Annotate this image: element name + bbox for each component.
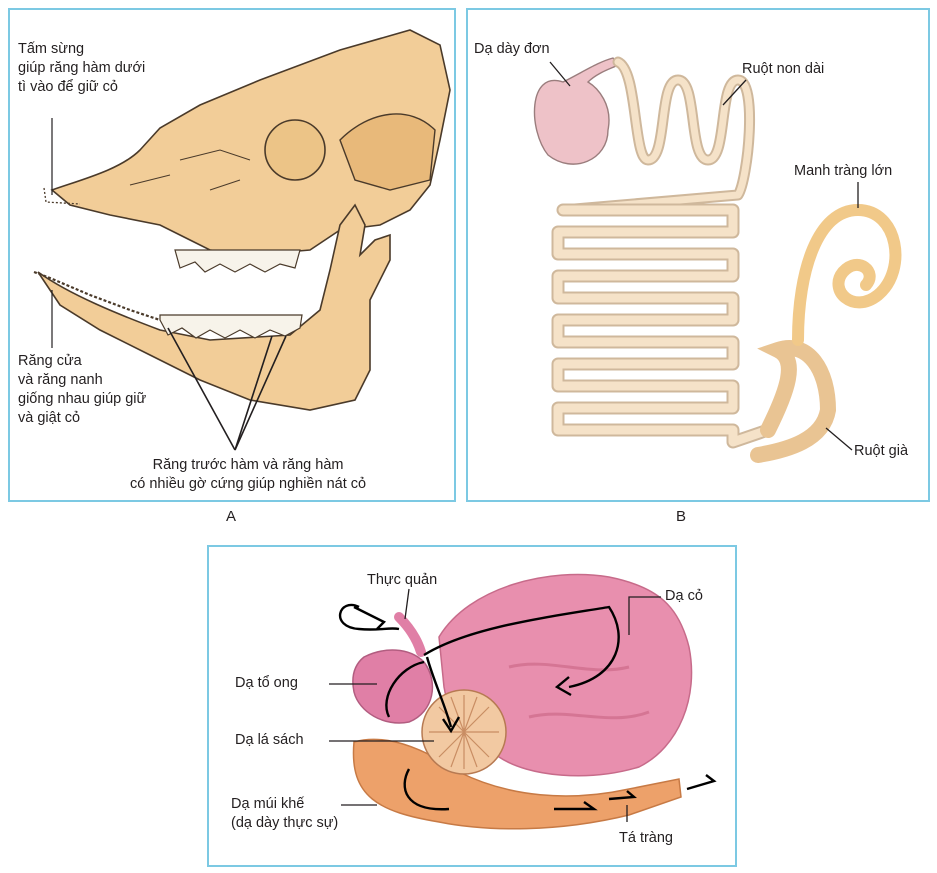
small-intestine-top-inner xyxy=(559,58,754,214)
molar-leader-3 xyxy=(234,335,287,451)
flow-arrow-in xyxy=(339,603,400,631)
small-intestine-coils-inner xyxy=(553,205,773,447)
flow-arrow-rumen-head xyxy=(554,676,572,697)
label-simple-stomach: Dạ dày đơn xyxy=(474,41,550,57)
small-intestine-leader xyxy=(722,79,747,106)
flow-arrow-rumen xyxy=(423,605,620,689)
label-reticulum: Dạ tổ ong xyxy=(235,675,298,691)
rumen-fold xyxy=(508,662,650,720)
label-esophagus: Thực quản xyxy=(367,572,438,588)
skull-suture xyxy=(129,149,251,191)
lower-incisors xyxy=(33,270,161,322)
ruminant-stomach-illustration xyxy=(329,573,717,830)
flow-arrow-abomasum xyxy=(403,768,450,811)
large-intestine xyxy=(750,340,837,463)
label-large-intestine: Ruột già xyxy=(854,443,909,459)
large-intestine-leader xyxy=(825,427,853,451)
lower-jaw xyxy=(37,203,391,411)
skull-back-detail xyxy=(339,113,436,191)
label-small-intestine: Ruột non dài xyxy=(742,61,825,77)
flow-arrow-out xyxy=(686,774,717,791)
eye-orbit xyxy=(264,119,326,181)
skull-illustration xyxy=(33,29,451,451)
upper-molars xyxy=(174,249,301,273)
panel-c-ruminant-stomach: Thực quản Dạ cỏ Dạ tổ ong Dạ lá sách Dạ … xyxy=(207,545,737,867)
flow-arrow-omasum-head xyxy=(442,716,461,734)
horn-plate-marker xyxy=(43,187,81,205)
esophagus xyxy=(394,612,426,657)
panel-a-skull: Tấm sừng giúp răng hàm dưới tì vào để gi… xyxy=(8,8,456,502)
omasum-leaves xyxy=(429,695,499,769)
label-incisors: Răng cửa và răng nanh giống nhau giúp gi… xyxy=(18,353,147,426)
caption-a: A xyxy=(226,508,237,525)
lower-molars xyxy=(159,314,303,339)
label-abomasum: Dạ múi khế (dạ dày thực sự) xyxy=(231,796,339,831)
label-omasum: Dạ lá sách xyxy=(235,732,304,748)
stomach-leader xyxy=(549,61,571,87)
molar-leader-1 xyxy=(167,327,236,451)
label-rumen: Dạ cỏ xyxy=(665,588,703,604)
flow-arrow-omasum xyxy=(425,656,453,728)
caption-b: B xyxy=(676,508,687,525)
intestine-illustration xyxy=(533,56,902,463)
caecum-spiral xyxy=(792,203,902,346)
rumen-leader xyxy=(628,596,661,635)
label-molars: Răng trước hàm và răng hàm có nhiều gờ c… xyxy=(130,457,367,492)
flow-arrow-duodenum-2 xyxy=(608,790,637,801)
flow-arrow-reticulum xyxy=(385,660,425,718)
flow-arrow-in-head xyxy=(353,605,387,630)
label-horn-plate: Tấm sừng giúp răng hàm dưới tì vào để gi… xyxy=(18,41,146,95)
esophagus-leader xyxy=(404,588,410,620)
molar-leader-2 xyxy=(234,335,273,451)
simple-stomach xyxy=(533,57,620,165)
flow-arrow-duodenum-1 xyxy=(554,801,598,811)
label-duodenum: Tá tràng xyxy=(619,830,673,846)
label-caecum: Manh tràng lớn xyxy=(794,163,893,179)
panel-b-intestine: Dạ dày đơn Ruột non dài Manh tràng lớn R… xyxy=(466,8,930,502)
